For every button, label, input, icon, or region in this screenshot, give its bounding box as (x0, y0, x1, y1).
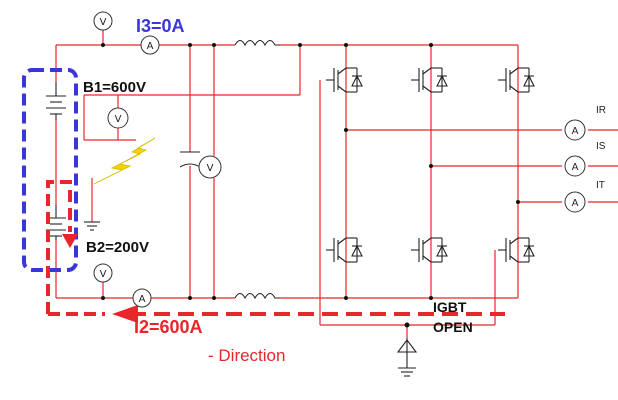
svg-text:A: A (139, 294, 146, 305)
junction-dots (101, 43, 520, 328)
label-is: IS (596, 141, 606, 152)
voltmeter-top: V (93, 11, 113, 31)
label-i2: I2=600A (134, 317, 203, 337)
ammeter-i3: A (140, 35, 160, 55)
igbt-upper-t (498, 67, 535, 93)
ground-symbol-bottom (396, 338, 418, 377)
igbt-upper-r (326, 67, 363, 93)
svg-text:V: V (207, 163, 214, 174)
ammeter-i2: A (132, 288, 152, 308)
lightning-fault-icon (93, 137, 156, 185)
voltmeter-b1: V (107, 107, 129, 129)
voltmeter-bottom: V (93, 263, 113, 283)
svg-text:A: A (147, 41, 154, 52)
label-direction: - Direction (208, 346, 285, 365)
svg-text:V: V (115, 114, 122, 125)
label-igbt: IGBT (433, 299, 467, 315)
igbt-lower-r (326, 237, 363, 263)
igbt-lower-s (411, 237, 448, 263)
svg-text:V: V (100, 17, 107, 28)
igbt-lower-t (498, 237, 535, 263)
label-ir: IR (596, 105, 606, 116)
ammeter-it: A (564, 191, 586, 213)
ammeter-is: A (564, 155, 586, 177)
ground-symbol-left (84, 221, 100, 231)
label-it: IT (596, 180, 605, 191)
svg-text:A: A (572, 126, 579, 137)
red-arrow-down (62, 234, 78, 248)
label-open: OPEN (433, 319, 473, 335)
top-inductor (234, 39, 280, 47)
voltmeter-dc-link: V (198, 155, 222, 179)
ammeter-ir: A (564, 119, 586, 141)
igbt-upper-s (411, 67, 448, 93)
battery-b1 (46, 82, 66, 120)
label-b2: B2=200V (86, 239, 149, 256)
svg-text:A: A (572, 162, 579, 173)
bottom-inductor (234, 292, 280, 300)
svg-text:A: A (572, 198, 579, 209)
dc-link-capacitor (179, 151, 201, 168)
red-dashed-current-path (46, 180, 72, 314)
svg-text:V: V (100, 269, 107, 280)
red-arrow-left (112, 305, 138, 323)
label-b1: B1=600V (83, 79, 146, 96)
label-i3: I3=0A (136, 16, 185, 36)
